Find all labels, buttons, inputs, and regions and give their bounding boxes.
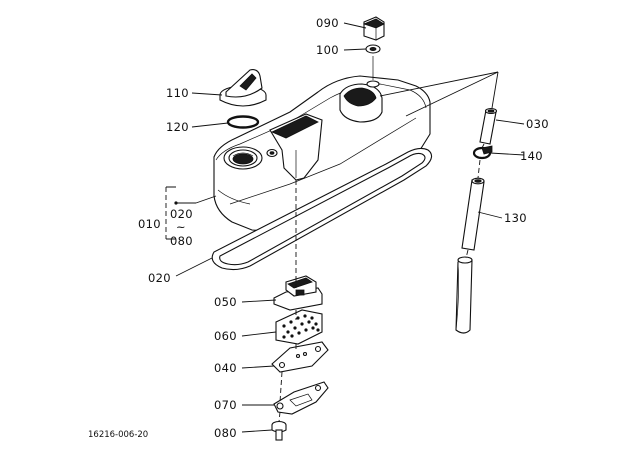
- breather-bracket[interactable]: [273, 381, 329, 415]
- callout-140: 140: [520, 149, 543, 163]
- callout-060: 060: [214, 329, 237, 343]
- callout-040: 040: [214, 361, 237, 375]
- callout-050: 050: [214, 295, 237, 309]
- callout-range-tilde: ~: [176, 220, 186, 234]
- breather-pipe[interactable]: [479, 107, 498, 145]
- breather-element[interactable]: [275, 309, 323, 345]
- callout-020-range-start: 020: [170, 207, 193, 221]
- hose-clamp[interactable]: [472, 145, 493, 160]
- callout-080: 080: [214, 426, 237, 440]
- breather-hose[interactable]: [455, 177, 485, 334]
- callout-010: 010: [138, 217, 161, 231]
- callout-120: 120: [166, 120, 189, 134]
- cylinder-head-cover[interactable]: [213, 56, 431, 231]
- oil-filler-cap[interactable]: [219, 69, 267, 107]
- callout-030: 030: [526, 117, 549, 131]
- diagram-code: 16216-006-20: [88, 430, 148, 440]
- cover-gasket[interactable]: [211, 147, 433, 271]
- callout-070: 070: [214, 398, 237, 412]
- callout-130: 130: [504, 211, 527, 225]
- cap-nut[interactable]: [362, 16, 385, 41]
- callout-110: 110: [166, 86, 189, 100]
- callout-080-range-end: 080: [170, 234, 193, 248]
- callout-090: 090: [316, 16, 339, 30]
- callout-100: 100: [316, 43, 339, 57]
- bolt[interactable]: [271, 420, 287, 441]
- callout-020: 020: [148, 271, 171, 285]
- o-ring[interactable]: [226, 115, 260, 129]
- breather-plate[interactable]: [271, 341, 329, 373]
- breather-cover[interactable]: [273, 275, 323, 311]
- washer[interactable]: [365, 44, 381, 54]
